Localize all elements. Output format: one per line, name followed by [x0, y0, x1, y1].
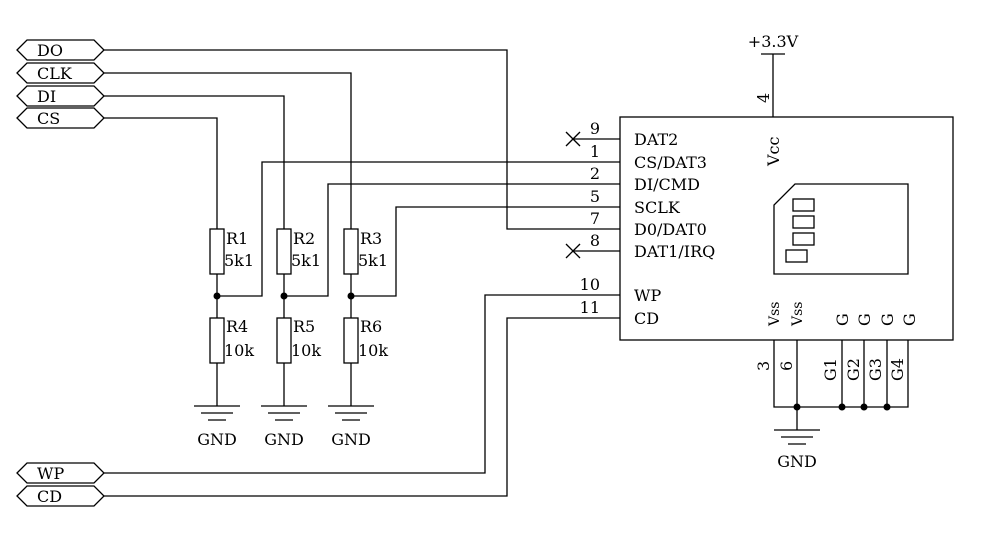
ground-symbol-2: GND — [261, 405, 307, 449]
pin-name-vss: Vss — [790, 302, 806, 327]
resistor-r3-ref: R3 — [360, 229, 382, 248]
pin-name: DI/CMD — [634, 175, 700, 194]
sd-card-icon — [773, 183, 909, 275]
port-cd-label: CD — [37, 487, 62, 506]
ground-label-2: GND — [264, 430, 304, 449]
resistor-r6-ref: R6 — [360, 317, 382, 336]
port-cs-label: CS — [37, 109, 60, 128]
pin-number: 9 — [590, 119, 600, 138]
supply-label: +3.3V — [748, 32, 799, 51]
ground-symbol-1: GND — [194, 405, 240, 449]
pin-number-bottom: G3 — [866, 358, 885, 381]
pin-name-g: G — [855, 313, 874, 326]
resistor-r1: R1 5k1 — [209, 228, 254, 275]
resistor-r6-value: 10k — [358, 341, 388, 360]
resistor-r1-ref: R1 — [226, 229, 248, 248]
resistor-r5-value: 10k — [291, 341, 321, 360]
pin-number-bottom: G1 — [821, 358, 840, 381]
pin-number-bottom: 6 — [777, 361, 796, 371]
pin-name: SCLK — [634, 198, 681, 217]
resistor-r3-value: 5k1 — [358, 251, 388, 270]
port-clk-label: CLK — [37, 64, 73, 83]
pin-number-bottom: G2 — [844, 358, 863, 381]
resistor-r2-ref: R2 — [293, 229, 315, 248]
pin-name-g: G — [833, 313, 852, 326]
ground-symbol-3: GND — [328, 405, 374, 449]
port-clk: CLK — [16, 62, 105, 84]
pin-name: CD — [634, 309, 659, 328]
pin-name: DAT1/IRQ — [634, 242, 715, 261]
pin-number: 2 — [590, 164, 600, 183]
port-wp: WP — [16, 462, 105, 484]
resistor-r6: R6 10k — [343, 317, 388, 364]
ground-label-4: GND — [777, 452, 817, 471]
pin-name: WP — [634, 286, 661, 305]
pin-name: DAT2 — [634, 130, 678, 149]
port-di: DI — [16, 85, 105, 107]
pin-number: 5 — [590, 187, 600, 206]
resistor-r2: R2 5k1 — [276, 228, 321, 275]
port-cs: CS — [16, 107, 105, 129]
pin-number-vcc: 4 — [754, 93, 773, 103]
resistor-r4: R4 10k — [209, 317, 254, 364]
pin-name: D0/DAT0 — [634, 220, 707, 239]
pin-number-bottom: 3 — [754, 361, 773, 371]
pin-number: 11 — [580, 298, 600, 317]
wires — [104, 49, 909, 497]
pin-number-bottom: G4 — [888, 358, 907, 381]
pin-name-g: G — [900, 313, 919, 326]
ground-label-3: GND — [331, 430, 371, 449]
pin-number: 8 — [590, 231, 600, 250]
junctions — [213, 292, 891, 411]
pin-name-vss: Vss — [767, 302, 783, 327]
resistor-r2-value: 5k1 — [291, 251, 321, 270]
ground-label-1: GND — [197, 430, 237, 449]
resistor-r5: R5 10k — [276, 317, 321, 364]
port-di-label: DI — [37, 87, 56, 106]
resistor-r4-ref: R4 — [226, 317, 248, 336]
port-wp-label: WP — [37, 464, 64, 483]
pin-number: 10 — [580, 275, 600, 294]
port-do-label: DO — [37, 41, 63, 60]
sd-card-component: 9 1 2 5 7 8 10 11 DAT2 CS/DAT3 DI/CMD SC… — [580, 93, 954, 381]
port-cd: CD — [16, 485, 105, 507]
pin-number: 7 — [590, 209, 600, 228]
ground-symbol-4: GND — [774, 429, 820, 471]
resistor-r1-value: 5k1 — [224, 251, 254, 270]
port-do: DO — [16, 39, 105, 61]
resistor-r4-value: 10k — [224, 341, 254, 360]
resistor-r5-ref: R5 — [293, 317, 315, 336]
pin-name-vcc: Vcc — [764, 136, 783, 167]
resistor-r3: R3 5k1 — [343, 228, 388, 275]
pin-name: CS/DAT3 — [634, 153, 707, 172]
pin-name-g: G — [878, 313, 897, 326]
pin-number: 1 — [590, 142, 600, 161]
